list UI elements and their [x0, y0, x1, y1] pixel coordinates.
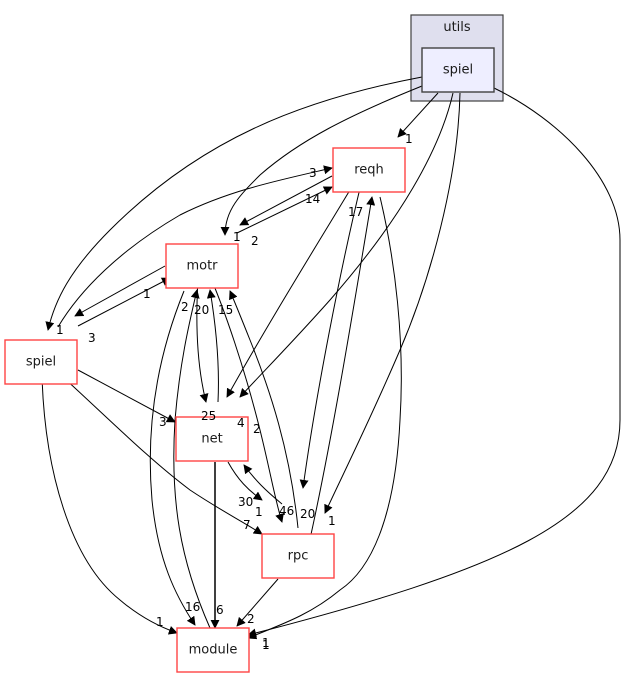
edge-motr-spiel[interactable]	[74, 265, 166, 317]
edge-utils_spiel-module[interactable]	[247, 87, 621, 638]
edge-spiel-motr[interactable]	[77, 277, 171, 327]
edge-net-rpc[interactable]	[227, 461, 263, 501]
node-motr-label: motr	[186, 259, 218, 274]
edge-rpc-module[interactable]	[236, 578, 279, 627]
edge-label-motr-rpc: 46	[279, 504, 294, 518]
node-net[interactable]: net	[175, 416, 249, 462]
node-reqh-box	[332, 147, 406, 193]
node-rpc-label: rpc	[288, 549, 309, 564]
edge-motr-net[interactable]	[196, 279, 209, 403]
node-spiel-label: spiel	[26, 355, 56, 370]
edge-utils_spiel-rpc[interactable]	[324, 92, 461, 514]
edge-label-rpc-net: 30	[238, 495, 253, 509]
node-net-box	[175, 416, 249, 462]
cluster-utils-label: utils	[443, 20, 471, 35]
edge-label-utils_spiel-net: 2	[253, 422, 261, 436]
node-rpc-box	[261, 533, 335, 579]
edge-label-reqh-net: 4	[237, 416, 245, 430]
edge-reqh-rpc[interactable]	[299, 179, 363, 489]
edge-label-utils_spiel-motr: 1	[233, 230, 241, 244]
node-module[interactable]: module	[176, 627, 250, 673]
edge-motr-module[interactable]	[149, 290, 196, 626]
edge-label-spiel-rpc: 7	[243, 518, 251, 532]
node-reqh[interactable]: reqh	[332, 147, 406, 193]
edge-label-utils_spiel-rpc: 1	[328, 514, 336, 528]
edge-label-spiel-reqh: 3	[309, 166, 317, 180]
node-utils-spiel-box	[421, 47, 495, 93]
edge-rpc-net[interactable]	[243, 464, 283, 505]
edge-label-net-rpc: 1	[255, 505, 263, 519]
node-module-label: module	[189, 643, 238, 658]
edge-label-rpc-motr: 15	[218, 303, 233, 317]
edge-label-motr-reqh: 14	[305, 192, 320, 206]
node-module-box	[176, 627, 250, 673]
edge-label-spiel-module: 1	[156, 615, 164, 629]
edge-utils_spiel-net[interactable]	[239, 92, 454, 398]
edge-label-net-module: 6	[216, 603, 224, 617]
edge-label-reqh-motr: 2	[251, 234, 259, 248]
edge-spiel-module[interactable]	[41, 376, 178, 635]
edge-utils_spiel-spiel[interactable]	[45, 76, 423, 331]
edge-label-utils_spiel-reqh: 1	[405, 132, 413, 146]
node-utils-spiel[interactable]: spiel	[421, 47, 495, 93]
edge-label-motr-spiel: 3	[88, 331, 96, 345]
edge-motr-reqh[interactable]	[236, 186, 333, 234]
edge-rpc-motr[interactable]	[229, 290, 299, 529]
edge-label-reqh-module: 1	[262, 636, 270, 650]
edge-label-net-motr: 20	[194, 303, 209, 317]
edge-label-reqh-rpc: 20	[300, 507, 315, 521]
node-motr-box	[165, 243, 239, 289]
edge-label-motr-module: 16	[185, 600, 200, 614]
edge-reqh-net[interactable]	[226, 179, 357, 398]
edge-label-utils_spiel-spiel: 1	[56, 323, 64, 337]
edge-label-motr-net: 25	[201, 409, 216, 423]
edge-net-motr[interactable]	[206, 289, 219, 403]
node-reqh-label: reqh	[354, 163, 384, 178]
edge-module-motr[interactable]	[173, 289, 211, 629]
edge-rpc-reqh[interactable]	[307, 196, 376, 549]
edge-spiel-reqh[interactable]	[57, 165, 333, 328]
edge-spiel-rpc[interactable]	[62, 376, 263, 535]
edge-label-spiel-motr: 1	[143, 287, 151, 301]
edge-reqh-motr[interactable]	[239, 175, 333, 226]
node-utils-spiel-label: spiel	[443, 63, 473, 78]
edge-label-rpc-module: 2	[247, 612, 255, 626]
edge-utils_spiel-motr[interactable]	[220, 85, 423, 236]
node-rpc[interactable]: rpc	[261, 533, 335, 579]
edge-motr-rpc[interactable]	[206, 268, 284, 523]
edge-label-rpc-reqh: 17	[348, 205, 363, 219]
node-spiel-box	[4, 339, 78, 385]
edge-reqh-module[interactable]	[247, 196, 402, 640]
node-motr[interactable]: motr	[165, 243, 239, 289]
node-spiel[interactable]: spiel	[4, 339, 78, 385]
edge-spiel-net[interactable]	[77, 369, 176, 423]
edge-labels: 1 1 1 2 1 1 3 14 2 1 3 17 4 20 1 20 15 2…	[56, 132, 413, 652]
edge-utils_spiel-reqh[interactable]	[397, 92, 439, 138]
edge-label-utils_spiel-module: 1	[262, 638, 270, 652]
edge-label-module-motr: 2	[181, 300, 189, 314]
edges	[41, 76, 621, 640]
edge-label-spiel-net: 3	[159, 415, 167, 429]
node-net-label: net	[201, 432, 222, 447]
